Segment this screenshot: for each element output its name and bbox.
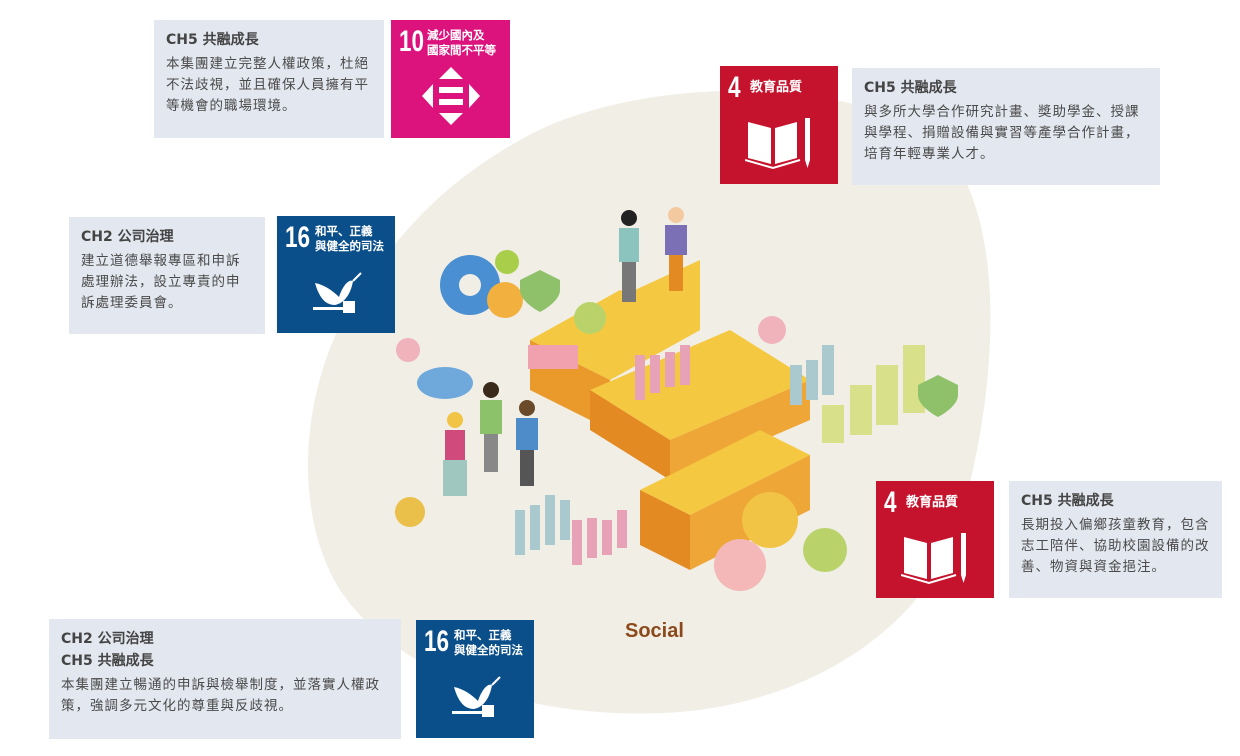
sdg-number: 4: [884, 486, 897, 519]
card-text: 本集團建立完整人權政策，杜絕不法歧視，並且確保人員擁有平等機會的職場環境。: [166, 56, 369, 114]
sdg-label: 和平、正義: [315, 224, 373, 238]
shields: [520, 270, 958, 417]
card-text: 本集團建立暢通的申訴與檢舉制度，並落實人權政策，強調多元文化的尊重與反歧視。: [61, 677, 380, 714]
card-text: 與多所大學合作研究計畫、獎助學金、授課與學程、捐贈設備與實習等產學合作計畫，培育…: [864, 104, 1140, 162]
pink-bars: [572, 345, 690, 565]
reduced-inequalities-icon: [422, 67, 480, 125]
sdg-label: 與健全的司法: [454, 643, 523, 657]
info-card-university-cooperation: CH5 共融成長 與多所大學合作研究計畫、獎助學金、授課與學程、捐贈設備與實習等…: [852, 68, 1160, 185]
sdg-label: 減少國內及: [427, 28, 485, 42]
chat-bubble: [528, 345, 578, 369]
chapter-heading: CH5 共融成長: [61, 653, 154, 669]
sdg-16-badge: 16 和平、正義與健全的司法: [277, 216, 395, 333]
dove-gavel-icon: [313, 272, 362, 313]
sdg-label: 和平、正義: [454, 628, 512, 642]
sdg-label: 教育品質: [906, 495, 959, 510]
chapter-heading: CH2 公司治理: [61, 631, 154, 647]
sdg-label: 教育品質: [750, 80, 803, 95]
info-card-human-rights: CH5 共融成長 本集團建立完整人權政策，杜絕不法歧視，並且確保人員擁有平等機會…: [154, 20, 384, 138]
center-label-social: Social: [625, 620, 684, 642]
sdg-label: 與健全的司法: [315, 239, 384, 253]
card-text: 建立道德舉報專區和申訴處理辦法，設立專責的申訴處理委員會。: [81, 253, 241, 311]
hearts: [395, 302, 847, 591]
bar-group: [515, 345, 834, 555]
chapter-heading: CH5 共融成長: [864, 80, 957, 96]
info-card-whistleblowing: CH2 公司治理 建立道德舉報專區和申訴處理辦法，設立專責的申訴處理委員會。: [69, 217, 265, 334]
card-text: 長期投入偏鄉孩童教育，包含志工陪伴、協助校園設備的改善、物資與資金挹注。: [1021, 517, 1210, 575]
sdg-number: 4: [728, 71, 741, 104]
chapter-heading: CH2 公司治理: [81, 229, 174, 245]
book-pencil-icon: [901, 533, 966, 585]
info-card-rural-education: CH5 共融成長 長期投入偏鄉孩童教育，包含志工陪伴、協助校園設備的改善、物資與…: [1009, 481, 1222, 598]
gears: [440, 250, 523, 318]
sdg-label: 國家間不平等: [427, 43, 496, 57]
chapter-heading: CH5 共融成長: [1021, 493, 1114, 509]
speech-bubble: [417, 367, 473, 399]
book-pencil-icon: [745, 118, 810, 170]
sdg-10-badge: 10 減少國內及國家間不平等: [391, 20, 510, 138]
dove-gavel-icon: [452, 676, 501, 717]
chapter-heading: CH5 共融成長: [166, 32, 259, 48]
sdg-number: 16: [285, 221, 311, 254]
info-card-grievance-system: CH2 公司治理 CH5 共融成長 本集團建立暢通的申訴與檢舉制度，並落實人權政…: [49, 619, 401, 739]
people: [443, 207, 687, 496]
sdg-number: 10: [399, 25, 425, 58]
sdg-4-badge: 4 教育品質: [876, 481, 994, 598]
green-bars: [822, 345, 925, 443]
sdg-number: 16: [424, 625, 450, 658]
sdg-4-badge: 4 教育品質: [720, 66, 838, 184]
sdg-16-badge: 16 和平、正義與健全的司法: [416, 620, 534, 738]
